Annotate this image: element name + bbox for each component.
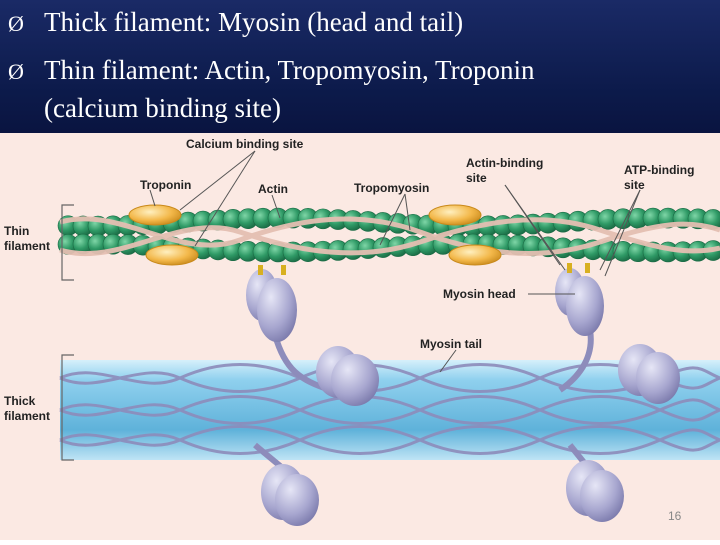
myosin-head — [580, 470, 624, 522]
label-atp-binding-site-1: ATP-binding — [624, 163, 694, 177]
bullet-continuation: (calcium binding site) — [44, 92, 281, 124]
myosin-head — [257, 278, 297, 342]
binding-site-markers — [258, 263, 590, 275]
label-thick-filament-1: Thick — [4, 394, 36, 408]
label-actin-binding-site-1: Actin-binding — [466, 156, 543, 170]
troponin-complex — [146, 245, 198, 265]
label-thin-filament-1: Thin — [4, 224, 29, 238]
label-myosin-tail: Myosin tail — [420, 337, 482, 351]
muscle-filament-diagram: Calcium binding site Troponin Actin Trop… — [0, 133, 720, 540]
slide-number: 16 — [668, 509, 682, 523]
label-actin: Actin — [258, 182, 288, 196]
myosin-head — [275, 474, 319, 526]
label-myosin-head: Myosin head — [443, 287, 516, 301]
bullet-text: Thin filament: Actin, Tropomyosin, Tropo… — [44, 55, 535, 85]
label-troponin: Troponin — [140, 178, 191, 192]
myosin-head — [636, 352, 680, 404]
arrow-bullet-icon: Ø — [8, 8, 44, 40]
troponin-complex — [449, 245, 501, 265]
label-atp-binding-site-2: site — [624, 178, 645, 192]
label-thick-filament-2: filament — [4, 409, 50, 423]
arrow-bullet-icon: Ø — [8, 56, 44, 88]
label-actin-binding-site-2: site — [466, 171, 487, 185]
troponin-complex — [429, 205, 481, 225]
myosin-head — [566, 276, 604, 336]
bullet-text: Thick filament: Myosin (head and tail) — [44, 7, 463, 37]
label-tropomyosin: Tropomyosin — [354, 181, 429, 195]
troponin-complex — [129, 205, 181, 225]
label-calcium-binding-site: Calcium binding site — [186, 137, 304, 151]
label-thin-filament-2: filament — [4, 239, 50, 253]
myosin-head — [331, 354, 379, 406]
